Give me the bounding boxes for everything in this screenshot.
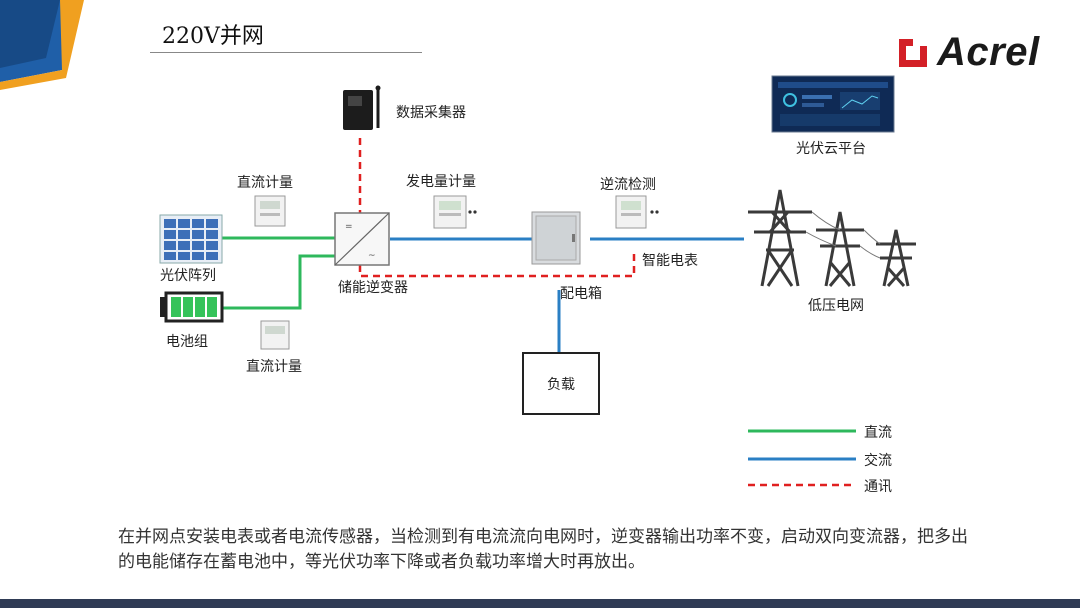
corner-banner — [0, 0, 84, 90]
collector-device — [343, 85, 381, 130]
cloud-platform-screen — [771, 75, 895, 133]
reverse-detect-label: 逆流检测 — [600, 177, 656, 193]
system-diagram: = ~ — [159, 75, 916, 487]
power-lines — [805, 211, 881, 259]
comm-line-meter — [358, 252, 636, 278]
distribution-box-device — [531, 211, 581, 265]
page-title: 220V并网 — [162, 24, 264, 49]
svg-text:=: = — [345, 222, 353, 232]
dc-meter-bottom-label: 直流计量 — [246, 359, 302, 375]
legend-dc-label: 直流 — [864, 425, 892, 441]
smart-meter-label: 智能电表 — [642, 253, 698, 269]
description-text: 在并网点安装电表或者电流传感器，当检测到有电流流向电网时，逆变器输出功率不变，启… — [118, 527, 968, 572]
dc-meter-bottom-device — [260, 320, 290, 350]
distribution-box-label: 配电箱 — [560, 286, 602, 302]
grid-label: 低压电网 — [808, 298, 864, 314]
dc-meter-top-device — [254, 195, 286, 227]
gen-meter-device — [433, 195, 477, 229]
title-underline — [150, 52, 422, 53]
cloud-label: 光伏云平台 — [796, 141, 866, 157]
collector-label: 数据采集器 — [396, 105, 466, 121]
load-box: 负载 — [522, 352, 600, 415]
inverter-label: 储能逆变器 — [338, 280, 408, 296]
pv-array-label: 光伏阵列 — [160, 268, 216, 284]
battery-label: 电池组 — [166, 334, 208, 350]
acrel-logo-icon — [899, 39, 927, 67]
transmission-towers — [748, 189, 916, 287]
reverse-meter-device — [615, 195, 659, 229]
brand-name: Acrel — [937, 29, 1040, 74]
gen-meter-label: 发电量计量 — [406, 174, 476, 190]
svg-text:~: ~ — [368, 251, 376, 261]
dc-meter-top-label: 直流计量 — [237, 175, 293, 191]
pv-array-panel — [159, 214, 223, 264]
inverter-device: = ~ — [334, 212, 390, 266]
footer-bar — [0, 599, 1080, 608]
legend-ac-label: 交流 — [864, 453, 892, 469]
load-label: 负载 — [547, 376, 575, 393]
brand-logo: Acrel — [897, 30, 1040, 74]
dc-line-battery — [222, 254, 336, 310]
legend-comm-label: 通讯 — [864, 479, 892, 495]
battery-device — [160, 291, 224, 323]
